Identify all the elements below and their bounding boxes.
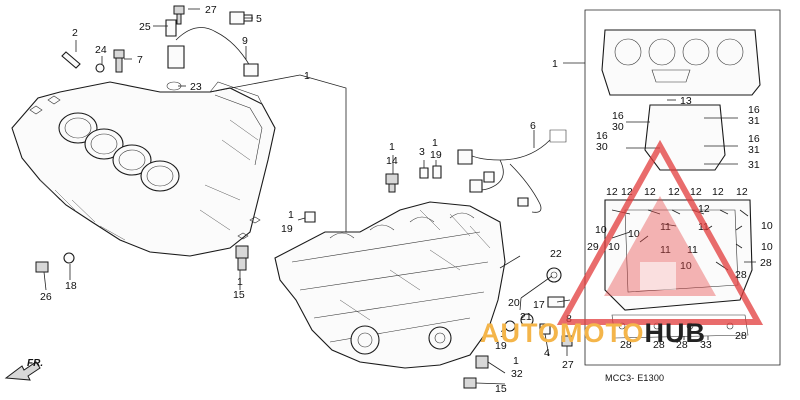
- callout-2: 2: [72, 27, 78, 39]
- callout-22: 22: [550, 248, 562, 260]
- callout-19: 19: [281, 223, 293, 235]
- callout-28: 28: [620, 339, 632, 351]
- callout-14: 14: [386, 155, 398, 167]
- callout-10: 10: [761, 220, 773, 232]
- callout-12: 12: [712, 186, 724, 198]
- diagram-code: MCC3- E1300: [605, 373, 665, 383]
- callout-1-crankcase: 1: [304, 70, 310, 82]
- callout-1: 1: [389, 141, 395, 153]
- callout-10: 10: [680, 260, 692, 272]
- callout-19: 19: [430, 149, 442, 161]
- callout-32: 32: [511, 368, 523, 380]
- callout-11: 11: [660, 221, 671, 233]
- callout-11: 11: [660, 244, 671, 256]
- callout-9: 9: [242, 35, 248, 47]
- callout-5: 5: [256, 13, 262, 25]
- callout-27: 27: [205, 4, 217, 16]
- callout-28: 28: [735, 330, 747, 342]
- callout-11: 11: [687, 244, 698, 256]
- callout-20: 20: [508, 297, 520, 309]
- callout-15: 15: [495, 383, 507, 395]
- callout-30: 30: [612, 121, 624, 133]
- callout-28: 28: [760, 257, 772, 269]
- callout-1: 1: [288, 209, 294, 221]
- callout-31: 31: [748, 159, 760, 171]
- callout-28: 28: [676, 339, 688, 351]
- callout-1: 1: [513, 355, 519, 367]
- callout-31: 31: [748, 115, 760, 127]
- watermark-text: AUTOMOTOHUB: [480, 318, 706, 349]
- callout-12: 12: [736, 186, 748, 198]
- callout-7: 7: [137, 54, 143, 66]
- callout-31: 31: [748, 144, 760, 156]
- callout-1: 1: [432, 137, 438, 149]
- callout-1: 1: [500, 328, 506, 340]
- callout-16: 16: [612, 110, 624, 122]
- callout-10: 10: [628, 228, 640, 240]
- callout-29: 29: [587, 241, 599, 253]
- callout-16: 16: [596, 130, 608, 142]
- front-direction-arrow: [4, 361, 41, 381]
- front-direction-label: FR.: [27, 358, 44, 369]
- callout-12: 12: [690, 186, 702, 198]
- lower-crankcase: [274, 201, 506, 369]
- callout-28: 28: [735, 269, 747, 281]
- upper-crankcase: [11, 81, 276, 257]
- callout-17: 17: [533, 299, 545, 311]
- callout-26: 26: [40, 291, 52, 303]
- callout-10: 10: [761, 241, 773, 253]
- callout-30: 30: [596, 141, 608, 153]
- lower-cover-assembly: [584, 9, 781, 366]
- callout-19: 19: [495, 340, 507, 352]
- callout-12: 12: [621, 186, 633, 198]
- callout-labels: 27 25 5 9 2 24 7 23 1 1 13 16 31 16 30 1…: [40, 4, 773, 395]
- callout-25: 25: [139, 21, 151, 33]
- callout-4: 4: [544, 347, 550, 359]
- callout-3: 3: [419, 146, 425, 158]
- callout-12: 12: [698, 203, 710, 215]
- automotohub-watermark-logo: [556, 139, 764, 325]
- callout-12: 12: [606, 186, 618, 198]
- watermark-brand-left: AUTOMOTO: [480, 318, 645, 348]
- small-parts: [35, 5, 573, 389]
- callout-16: 16: [748, 104, 760, 116]
- callout-27: 27: [562, 359, 574, 371]
- callout-21: 21: [520, 311, 532, 323]
- callout-1-cover: 1: [552, 58, 558, 70]
- callout-16: 16: [748, 133, 760, 145]
- callout-33: 33: [700, 339, 712, 351]
- callout-13: 13: [680, 95, 692, 107]
- callout-10: 10: [608, 241, 620, 253]
- callout-1: 1: [237, 276, 243, 288]
- watermark-brand-right: HUB: [644, 318, 707, 348]
- wire-harness: [457, 139, 551, 213]
- callout-12: 12: [644, 186, 656, 198]
- callout-18: 18: [65, 280, 77, 292]
- callout-24: 24: [95, 44, 107, 56]
- callout-12: 12: [668, 186, 680, 198]
- callout-15: 15: [233, 289, 245, 301]
- callout-6: 6: [530, 120, 536, 132]
- callout-23: 23: [190, 81, 202, 93]
- callout-28: 28: [653, 339, 665, 351]
- callout-10: 10: [595, 224, 607, 236]
